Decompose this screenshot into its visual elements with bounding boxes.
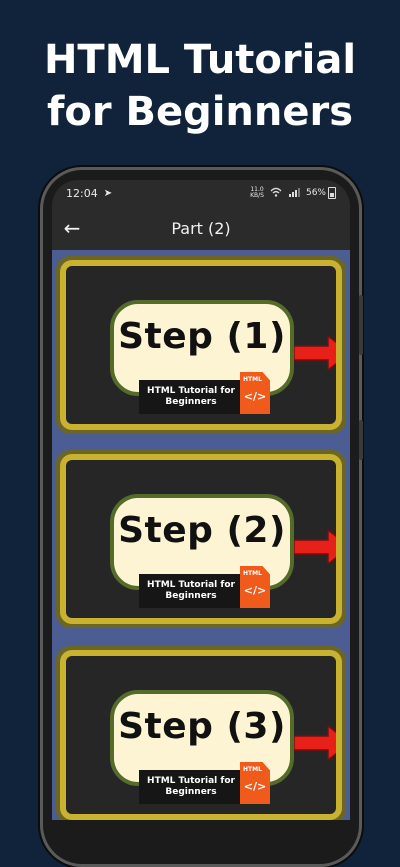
step-list[interactable]: Step (1) HTML Tutorial for Beginners HTM…	[52, 250, 350, 820]
tutorial-tag: HTML Tutorial for Beginners	[139, 380, 243, 414]
phone-side-button	[359, 420, 363, 460]
status-time: 12:04	[66, 186, 98, 200]
promo-title-line2: for Beginners	[46, 89, 354, 135]
html-file-label: HTML	[243, 766, 262, 773]
step-thumbnail: Step (3) HTML Tutorial for Beginners HTM…	[66, 656, 336, 814]
step-card-1[interactable]: Step (1) HTML Tutorial for Beginners HTM…	[56, 256, 346, 434]
page-title: Part (2)	[171, 218, 231, 238]
phone-side-button	[359, 295, 363, 355]
step-card-2[interactable]: Step (2) HTML Tutorial for Beginners HTM…	[56, 450, 346, 628]
tutorial-tag: HTML Tutorial for Beginners	[139, 574, 243, 608]
step-thumbnail: Step (1) HTML Tutorial for Beginners HTM…	[66, 266, 336, 424]
code-glyph: </>	[243, 584, 267, 597]
html-file-icon: HTML </>	[240, 762, 270, 804]
step-label: Step (1)	[118, 316, 286, 357]
code-glyph: </>	[243, 390, 267, 403]
promo-title: HTML Tutorial for Beginners	[0, 34, 400, 138]
promo-title-line1: HTML Tutorial	[43, 37, 357, 83]
phone-screen: 12:04 ➤ 11.0 KB/S 56% ← Part (2)	[52, 180, 350, 820]
step-label: Step (3)	[118, 706, 286, 747]
battery-percent: 56%	[305, 188, 326, 198]
battery-indicator: 56%	[306, 187, 336, 199]
arrow-right-icon	[294, 726, 336, 760]
network-speed-unit: KB/S	[250, 192, 264, 199]
html-file-icon: HTML </>	[240, 372, 270, 414]
wifi-icon	[270, 187, 282, 200]
step-thumbnail: Step (2) HTML Tutorial for Beginners HTM…	[66, 460, 336, 618]
arrow-right-icon	[294, 336, 336, 370]
battery-icon	[328, 187, 336, 199]
telegram-icon: ➤	[103, 187, 113, 199]
status-bar: 12:04 ➤ 11.0 KB/S 56%	[52, 180, 350, 206]
code-glyph: </>	[243, 780, 267, 793]
step-label: Step (2)	[118, 510, 286, 551]
arrow-left-icon[interactable]: ←	[63, 216, 81, 240]
network-speed-value: 11.0	[250, 186, 264, 193]
step-card-3[interactable]: Step (3) HTML Tutorial for Beginners HTM…	[56, 646, 346, 820]
html-file-icon: HTML </>	[240, 566, 270, 608]
html-file-label: HTML	[243, 376, 262, 383]
network-speed: 11.0 KB/S	[250, 187, 264, 199]
html-file-label: HTML	[243, 570, 262, 577]
signal-icon	[288, 187, 300, 200]
tutorial-tag: HTML Tutorial for Beginners	[139, 770, 243, 804]
arrow-right-icon	[294, 530, 336, 564]
app-bar: ← Part (2)	[52, 206, 350, 250]
